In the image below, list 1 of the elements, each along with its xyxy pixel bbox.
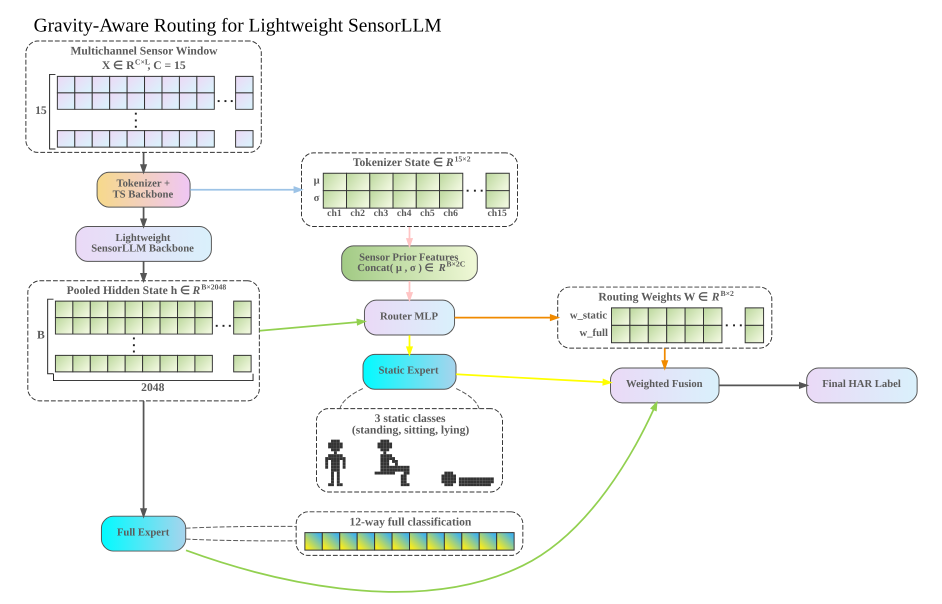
diagram-title: Gravity-Aware Routing for Lightweight SensorLLM: [33, 15, 442, 36]
